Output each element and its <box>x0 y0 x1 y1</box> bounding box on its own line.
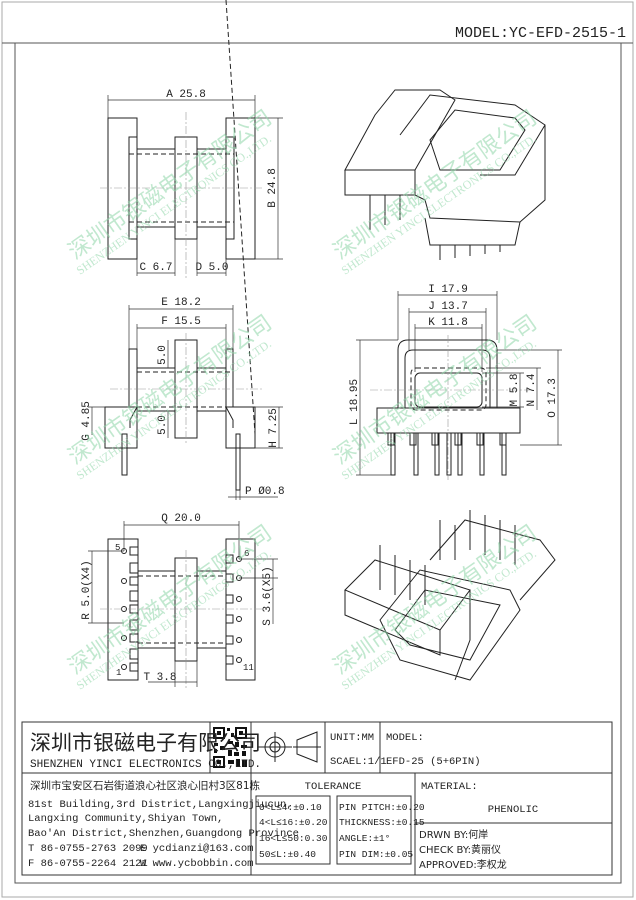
bottom-view <box>88 521 278 690</box>
material-label: MATERIAL: <box>421 781 478 793</box>
tolerance-right-3: PIN DIM:±0.05 <box>339 849 413 860</box>
svg-text:深圳市银磁电子有限公司: 深圳市银磁电子有限公司 <box>64 521 277 680</box>
pin-label-6: 6 <box>244 549 249 559</box>
dim-g: G 4.85 <box>81 401 93 441</box>
svg-text:深圳市银磁电子有限公司: 深圳市银磁电子有限公司 <box>329 106 542 265</box>
dim-5-upper: 5.0 <box>157 345 169 365</box>
top-view <box>100 95 283 278</box>
tolerance-left-0: 0<L≤4:±0.10 <box>259 802 322 813</box>
isometric-view-top <box>344 89 546 260</box>
drawn-by: DRWN BY:何岸 <box>419 828 488 841</box>
phone: T 86-0755-2763 2099 <box>28 843 148 855</box>
dim-p: P Ø0.8 <box>245 486 285 498</box>
checked-by: CHECK BY:黄丽仪 <box>419 843 501 856</box>
scale-label: SCAEL:1/1 <box>330 756 387 768</box>
svg-text:深圳市银磁电子有限公司: 深圳市银磁电子有限公司 <box>329 521 542 680</box>
tolerance-right-1: THICKNESS:±0.15 <box>339 817 425 828</box>
svg-text:SHENZHEN YINCI ELECTRONICS CO.: SHENZHEN YINCI ELECTRONICS CO.,LTD. <box>339 132 539 278</box>
dim-l: L 18.95 <box>349 379 361 425</box>
watermark: 深圳市银磁电子有限公司 SHENZHEN YINCI ELECTRONICS C… <box>64 106 542 693</box>
email: E ycdianzi@163.com <box>140 843 253 855</box>
address-line-1: 81st Building,3rd District,Langxingjiucu… <box>28 799 293 811</box>
projection-symbol-icon <box>258 731 321 763</box>
model-title: MODEL:YC-EFD-2515-1 <box>455 25 626 42</box>
dim-i: I 17.9 <box>428 284 468 296</box>
model-label: MODEL: <box>386 732 424 744</box>
dim-c: C 6.7 <box>139 262 172 274</box>
dim-f: F 15.5 <box>161 316 201 328</box>
isometric-view-bottom <box>344 510 556 681</box>
dim-m: M 5.8 <box>509 373 521 406</box>
pin-label-11: 11 <box>243 663 254 673</box>
model-value: EFD-25 (5+6PIN) <box>386 756 481 768</box>
fax: F 86-0755-2264 2121 <box>28 858 148 870</box>
dim-t: T 3.8 <box>143 672 176 684</box>
svg-text:SHENZHEN YINCI ELECTRONICS CO.: SHENZHEN YINCI ELECTRONICS CO.,LTD. <box>74 132 274 278</box>
tolerance-right-2: ANGLE:±1° <box>339 833 390 844</box>
dim-5-lower: 5.0 <box>157 415 169 435</box>
tolerance-right-0: PIN PITCH:±0.20 <box>339 802 425 813</box>
dim-h: H 7.25 <box>268 408 280 448</box>
address-line-cn: 深圳市宝安区石岩街道浪心社区浪心旧村3区81栋 <box>30 779 261 792</box>
website: W www.ycbobbin.com <box>140 858 253 870</box>
dim-d: D 5.0 <box>195 262 228 274</box>
tolerance-left-1: 4<L≤16:±0.20 <box>259 817 328 828</box>
approved-by: APPROVED:李权龙 <box>419 858 507 871</box>
company-name-cn: 深圳市银磁电子有限公司 <box>30 731 261 755</box>
front-view <box>356 291 562 480</box>
unit-label: UNIT:MM <box>330 732 374 744</box>
company-name-en: SHENZHEN YINCI ELECTRONICS CO.,LTD. <box>30 759 261 771</box>
dim-o: O 17.3 <box>547 378 559 418</box>
tolerance-title: TOLERANCE <box>305 781 362 793</box>
pin-label-1: 1 <box>116 668 121 678</box>
svg-text:SHENZHEN YINCI ELECTRONICS CO.: SHENZHEN YINCI ELECTRONICS CO.,LTD. <box>74 337 274 483</box>
dim-j: J 13.7 <box>428 301 468 313</box>
side-view <box>88 0 283 500</box>
qr-code <box>213 727 247 768</box>
dim-b: B 24.8 <box>267 168 279 208</box>
dim-s: S 3.6(X5) <box>262 566 274 625</box>
title-block <box>21 721 613 876</box>
dim-n: N 7.4 <box>526 373 538 406</box>
material-value: PHENOLIC <box>488 804 538 816</box>
address-line-2: Langxing Community,Shiyan Town, <box>28 813 223 825</box>
dim-q: Q 20.0 <box>161 513 201 525</box>
dim-e: E 18.2 <box>161 297 201 309</box>
dim-k: K 11.8 <box>428 317 468 329</box>
dim-r: R 5.0(X4) <box>81 560 93 619</box>
tolerance-left-2: 16<L≤50:0.30 <box>259 833 328 844</box>
tolerance-left-3: 50≤L:±0.40 <box>259 849 316 860</box>
address-line-3: Bao'An District,Shenzhen,Guangdong Provi… <box>28 828 299 840</box>
svg-text:深圳市银磁电子有限公司: 深圳市银磁电子有限公司 <box>64 311 277 470</box>
pin-label-5: 5 <box>115 543 120 553</box>
dim-a: A 25.8 <box>166 89 206 101</box>
svg-text:深圳市银磁电子有限公司: 深圳市银磁电子有限公司 <box>64 106 277 265</box>
